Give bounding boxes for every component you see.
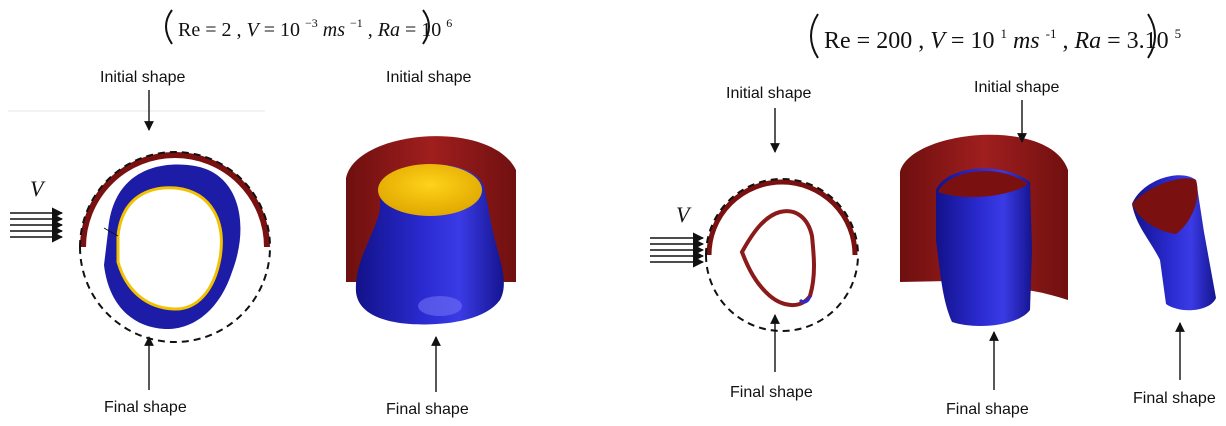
left-v-unit: ms <box>323 19 345 41</box>
left-flow-label: V <box>30 176 46 201</box>
left-ra-exp: 6 <box>446 16 452 30</box>
right-v-base: 10 <box>970 28 994 54</box>
right-paren-open <box>811 14 818 58</box>
left-flow-arrows: V <box>10 176 62 237</box>
left-v-unit-exp: −1 <box>350 16 363 30</box>
right-initial-shell-arc <box>709 182 855 255</box>
left-3d-final-label: Final shape <box>386 401 469 418</box>
left-3d-initial-label: Initial shape <box>386 69 471 86</box>
svg-text:Re = 2 ,: Re = 2 , V = 10 −3 ms −1 , Ra = 10 6 <box>178 10 452 41</box>
right-far-final-label: Final shape <box>1133 390 1216 407</box>
right-initial-dashed-bottom <box>706 255 858 331</box>
left-re-label: Re <box>178 19 200 41</box>
left-paren-open <box>166 10 172 44</box>
right-condition: Re = 200 , V = 10 1 ms -1 , Ra = 3.10 5 <box>811 14 1181 58</box>
right-3d-final-label: Final shape <box>946 401 1029 418</box>
right-flow-label: V <box>676 202 692 227</box>
right-3d-initial-label: Initial shape <box>974 79 1059 96</box>
left-ra-label: Ra <box>377 19 400 41</box>
left-condition: Re = 2 , V = 10 −3 ms −1 , Ra = 10 6 <box>166 10 452 44</box>
right-final-section <box>742 211 814 305</box>
right-section-final-label: Final shape <box>730 384 813 401</box>
left-section-final-label: Final shape <box>104 399 187 416</box>
left-v-exp: −3 <box>305 16 318 30</box>
left-ra-base: 10 <box>421 19 441 41</box>
left-3d-highlight <box>418 296 462 316</box>
right-section-initial-label: Initial shape <box>726 85 811 102</box>
right-far-3d-view <box>1132 175 1216 310</box>
right-v-unit-exp: -1 <box>1046 26 1057 41</box>
right-re-value: 200 <box>876 28 912 54</box>
right-re-label: Re <box>824 28 851 54</box>
right-cross-section <box>706 179 858 331</box>
right-flow-arrows: V <box>650 202 703 262</box>
left-3d-view <box>346 136 516 324</box>
right-ra-label: Ra <box>1073 28 1101 54</box>
left-re-value: 2 <box>222 19 232 41</box>
left-section-initial-label: Initial shape <box>100 69 185 86</box>
left-cross-section <box>80 152 270 342</box>
right-ra-exp: 5 <box>1175 26 1182 41</box>
right-3d-view <box>900 135 1068 326</box>
right-ra-value: 3.10 <box>1127 28 1169 54</box>
left-v-label: V <box>247 19 262 41</box>
left-v-base: 10 <box>280 19 300 41</box>
left-3d-final-top <box>378 164 482 216</box>
right-initial-dashed-top <box>706 179 858 255</box>
left-final-yellow-inner <box>118 188 221 309</box>
right-v-exp: 1 <box>1000 26 1007 41</box>
svg-text:Re = 200 ,: Re = 200 , V = 10 1 ms -1 , Ra = 3.10 5 <box>824 18 1181 54</box>
right-v-label: V <box>930 28 947 54</box>
right-v-unit: ms <box>1013 28 1040 54</box>
